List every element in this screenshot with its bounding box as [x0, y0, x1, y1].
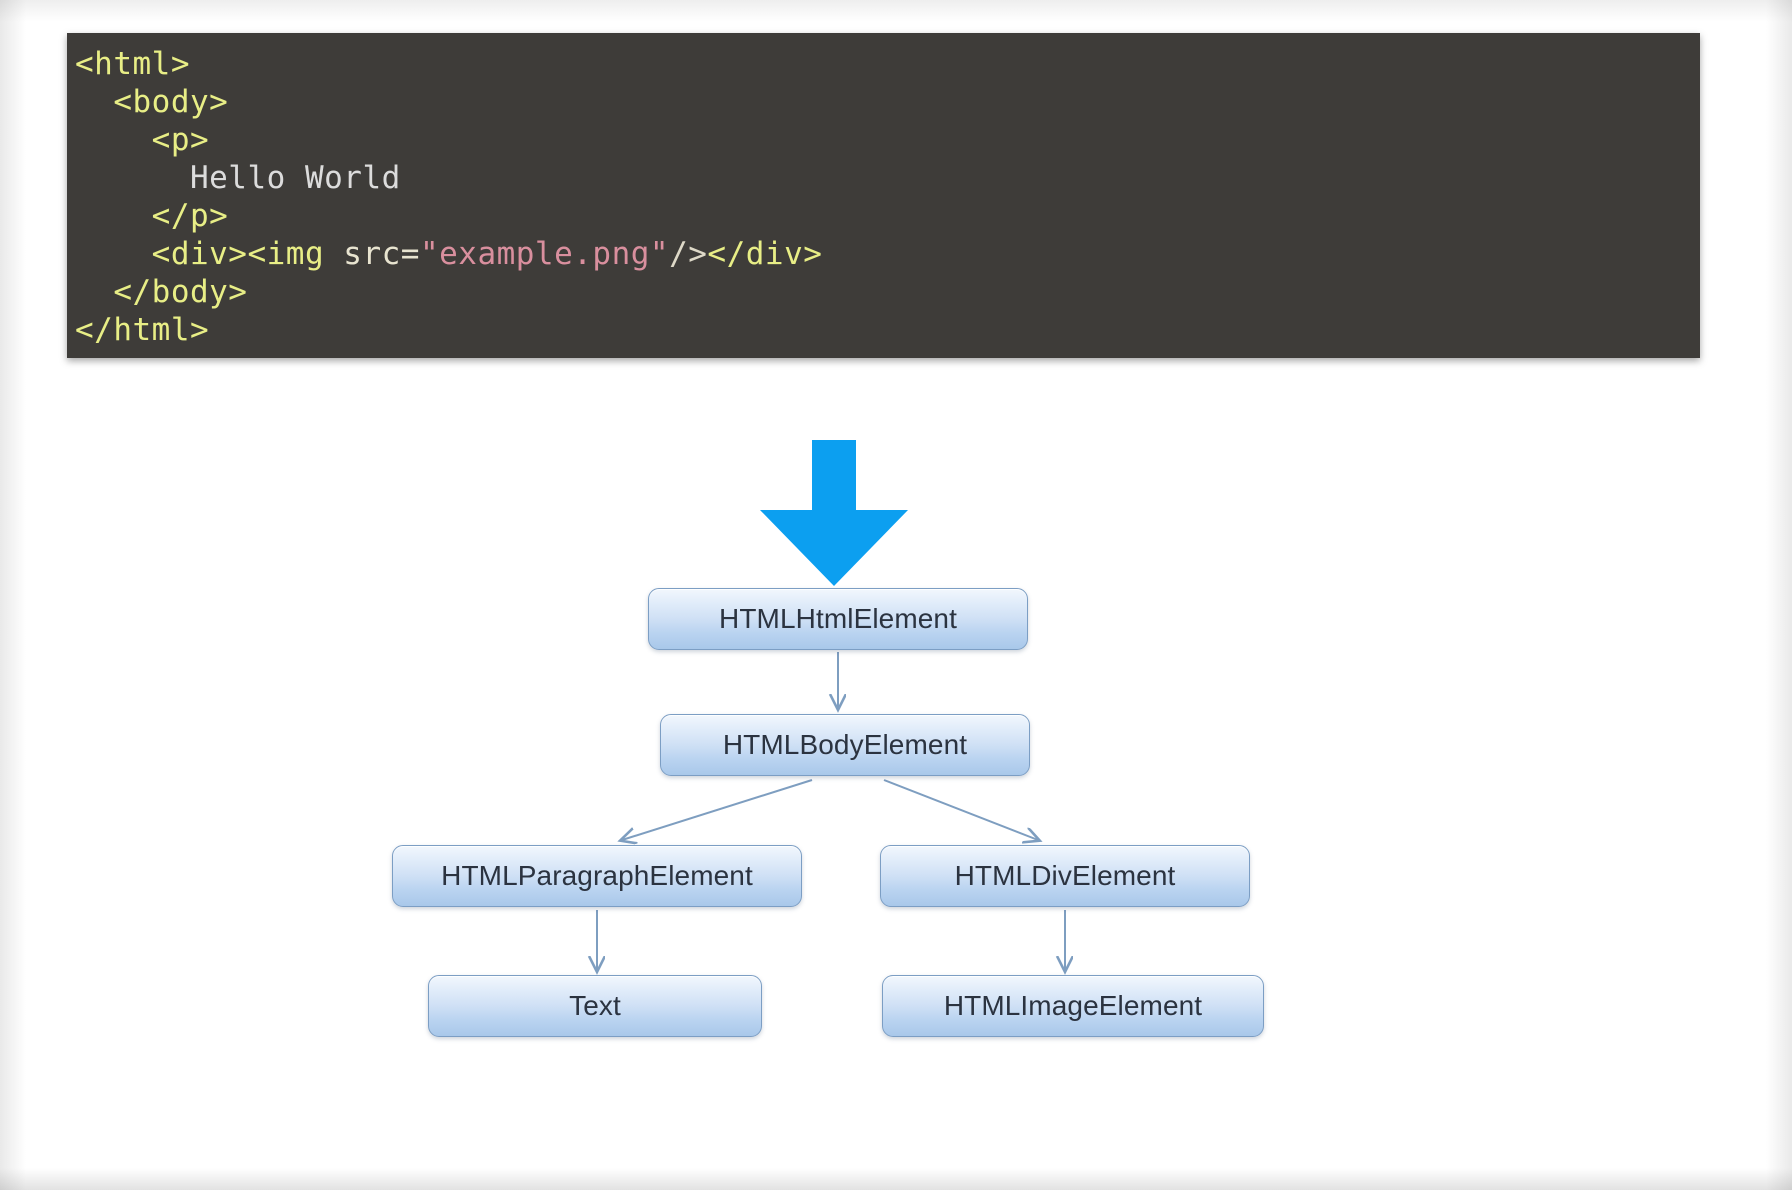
code-source-text: <html> <body> <p> Hello World </p> <div>… [67, 45, 1700, 349]
edge-body-div [883, 779, 1038, 840]
dom-tree-diagram: HTMLHtmlElement HTMLBodyElement HTMLPara… [0, 588, 1792, 1120]
arrow-down-icon [760, 440, 908, 586]
code-token: </html> [75, 312, 210, 348]
tree-node-htmlimageelement[interactable]: HTMLImageElement [882, 975, 1264, 1037]
tree-node-text[interactable]: Text [428, 975, 762, 1037]
code-token [75, 236, 152, 272]
code-token: <body> [113, 84, 229, 120]
code-token: <div><img [151, 236, 344, 272]
code-token [75, 198, 152, 234]
code-token: </p> [151, 198, 229, 234]
code-token [75, 84, 113, 120]
tree-node-label: Text [569, 990, 621, 1021]
code-token: "example.png" [419, 236, 670, 272]
code-token: <html> [75, 46, 190, 82]
code-token [75, 160, 190, 196]
tree-node-label: HTMLImageElement [943, 990, 1203, 1021]
tree-node-htmlparagraphelement[interactable]: HTMLParagraphElement [392, 845, 802, 907]
code-token [75, 122, 152, 158]
tree-node-label: HTMLDivElement [954, 860, 1176, 891]
code-token: <p> [151, 122, 210, 158]
code-token: </body> [113, 274, 248, 310]
tree-node-label: HTMLParagraphElement [441, 860, 753, 891]
code-token: /> [669, 236, 708, 272]
tree-node-htmlbodyelement[interactable]: HTMLBodyElement [660, 714, 1030, 776]
code-token: Hello World [189, 160, 401, 196]
tree-edges [0, 652, 1792, 1120]
code-block: <html> <body> <p> Hello World </p> <div>… [67, 33, 1700, 358]
edge-body-p [622, 779, 813, 840]
code-token: src= [343, 236, 420, 272]
code-token: </div> [707, 236, 823, 272]
tree-node-label: HTMLHtmlElement [719, 603, 957, 634]
tree-node-htmldivelement[interactable]: HTMLDivElement [880, 845, 1250, 907]
code-token [75, 274, 113, 310]
tree-node-htmlhtmlelement[interactable]: HTMLHtmlElement [648, 588, 1028, 650]
tree-node-label: HTMLBodyElement [722, 729, 968, 760]
